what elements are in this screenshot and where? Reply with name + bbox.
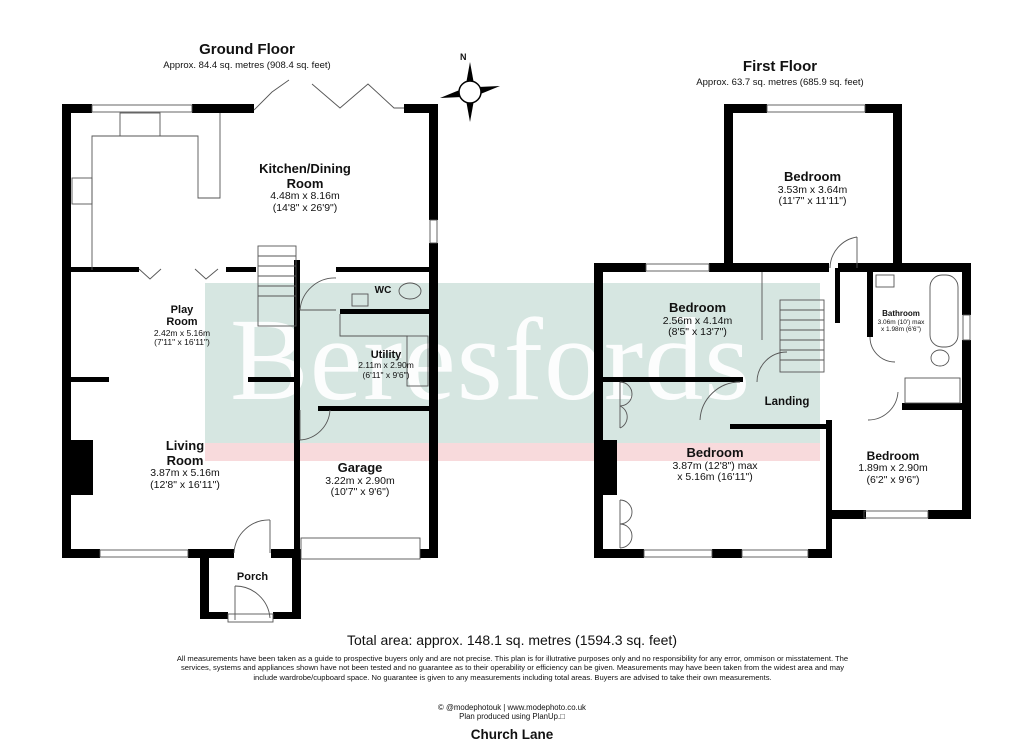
- room-landing: Landing: [752, 396, 822, 409]
- room-name: Living: [165, 438, 205, 453]
- room-bedroom-3: Bedroom 3.87m (12'8") max x 5.16m (16'11…: [650, 445, 780, 484]
- first-floor-walls: [594, 104, 971, 558]
- room-metric: 2.56m x 4.14m: [662, 314, 733, 327]
- room-imperial: (14'8" x 26'9"): [272, 201, 338, 214]
- room-metric: 2.42m x 5.16m: [153, 327, 211, 338]
- room-name: Kitchen/Dining: [259, 161, 351, 176]
- ground-floor-fixtures: [71, 79, 438, 623]
- room-name: Bedroom: [866, 449, 920, 463]
- room-bathroom: Bathroom 3.06m (10') max x 1.98m (6'6"): [872, 309, 930, 334]
- room-metric: 3.06m (10') max: [877, 318, 925, 326]
- room-utility: Utility 2.11m x 2.90m (6'11" x 9'6"): [336, 349, 436, 380]
- first-floor-fixtures: [619, 104, 971, 558]
- room-name: Room: [166, 316, 198, 329]
- room-metric: 3.87m (12'8") max: [672, 459, 758, 472]
- room-name: Landing: [764, 396, 810, 408]
- room-metric: 3.87m x 5.16m: [150, 467, 220, 480]
- room-name: Bathroom: [882, 309, 920, 318]
- total-area: Total area: approx. 148.1 sq. metres (15…: [347, 632, 677, 648]
- credit-line-1: © @modephotouk | www.modephoto.co.uk: [438, 703, 586, 712]
- disclaimer-text: All measurements have been taken as a gu…: [176, 654, 849, 682]
- room-name: Utility: [370, 349, 402, 361]
- compass-north-label: N: [460, 52, 467, 62]
- property-address: Church Lane: [470, 727, 554, 742]
- room-porch: Porch: [225, 571, 280, 583]
- room-metric: 4.48m x 8.16m: [270, 190, 340, 203]
- room-imperial: (8'5" x 13'7"): [668, 326, 727, 339]
- room-metric: 3.53m x 3.64m: [777, 183, 848, 196]
- room-metric: 3.22m x 2.90m: [325, 474, 395, 487]
- room-name: WC: [374, 285, 392, 296]
- room-name: Play: [170, 304, 194, 316]
- room-imperial: (11'7" x 11'11"): [778, 195, 847, 208]
- room-bedroom-2: Bedroom 2.56m x 4.14m (8'5" x 13'7"): [640, 300, 755, 339]
- ground-floor-area: Approx. 84.4 sq. metres (908.4 sq. feet): [163, 60, 331, 71]
- room-imperial: (6'2" x 9'6"): [866, 474, 920, 487]
- room-play-room: Play Room 2.42m x 5.16m (7'11" x 16'11"): [132, 304, 232, 348]
- ground-floor-title: Ground Floor: [199, 41, 295, 58]
- room-bedroom-1: Bedroom 3.53m x 3.64m (11'7" x 11'11"): [755, 169, 870, 208]
- room-imperial: (12'8" x 16'11"): [150, 478, 220, 491]
- room-name: Bedroom: [668, 300, 727, 315]
- first-floor-area: Approx. 63.7 sq. metres (685.9 sq. feet): [696, 77, 864, 88]
- room-bedroom-4: Bedroom 1.89m x 2.90m (6'2" x 9'6"): [838, 449, 948, 487]
- ground-floor-walls: [62, 104, 438, 619]
- room-kitchen-dining: Kitchen/Dining Room 4.48m x 8.16m (14'8"…: [245, 161, 365, 215]
- watermark-text: Beresfords: [230, 294, 752, 425]
- room-name: Garage: [337, 460, 383, 475]
- room-name: Bedroom: [686, 445, 744, 460]
- room-name: Porch: [236, 571, 269, 583]
- room-imperial: (6'11" x 9'6"): [362, 369, 410, 380]
- room-name: Bedroom: [783, 169, 842, 184]
- room-name: Room: [166, 452, 204, 468]
- room-name: Room: [286, 175, 324, 191]
- room-imperial: (10'7" x 9'6"): [330, 486, 390, 499]
- credit-line-2: Plan produced using PlanUp.□: [459, 712, 565, 721]
- room-wc: WC: [368, 285, 398, 296]
- room-garage: Garage 3.22m x 2.90m (10'7" x 9'6"): [305, 460, 415, 499]
- room-metric: 2.11m x 2.90m: [358, 360, 414, 371]
- first-floor-title: First Floor: [742, 58, 818, 75]
- room-living-room: Living Room 3.87m x 5.16m (12'8" x 16'11…: [130, 438, 240, 492]
- room-imperial: x 1.98m (6'6"): [880, 326, 922, 334]
- compass-icon: [440, 62, 500, 122]
- watermark-pink-band: [205, 443, 820, 461]
- room-metric: 1.89m x 2.90m: [858, 462, 928, 475]
- room-imperial: (7'11" x 16'11"): [154, 337, 210, 348]
- room-imperial: x 5.16m (16'11"): [677, 471, 753, 484]
